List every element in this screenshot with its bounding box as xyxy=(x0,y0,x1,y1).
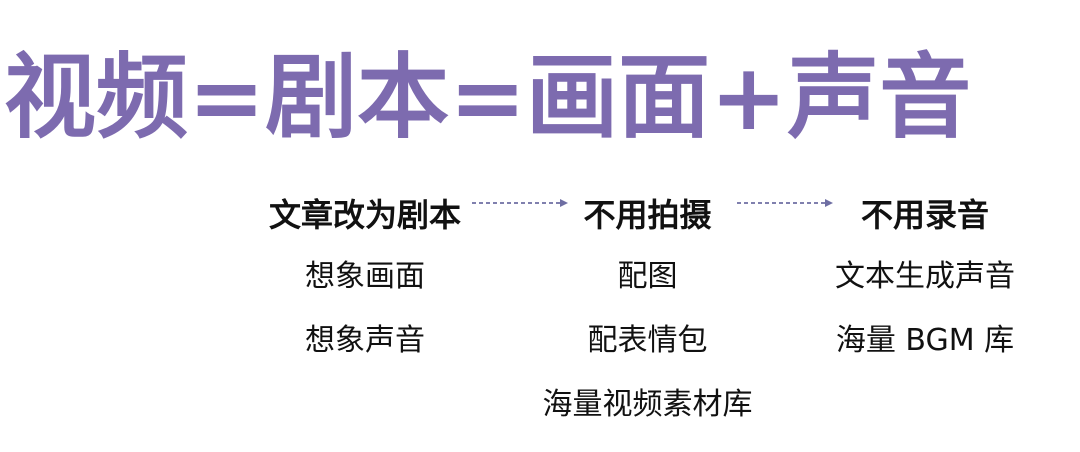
column-heading: 不用录音 xyxy=(860,196,989,234)
list-item: 配表情包 xyxy=(587,323,708,358)
list-item: 配图 xyxy=(617,259,678,294)
list-item: 文本生成声音 xyxy=(835,259,1015,294)
list-item: 海量视频素材库 xyxy=(542,387,753,422)
column-script: 文章改为剧本 想象画面 想象声音 xyxy=(250,185,480,373)
column-visual: 不用拍摄 配图 配表情包 海量视频素材库 xyxy=(520,185,775,437)
column-heading: 文章改为剧本 xyxy=(268,196,461,234)
page-title: 视频=剧本=画面+声音 xyxy=(4,44,972,151)
arrow-right-icon xyxy=(737,199,833,207)
column-heading: 不用拍摄 xyxy=(583,196,712,234)
list-item: 海量 BGM 库 xyxy=(835,323,1015,358)
column-audio: 不用录音 文本生成声音 海量 BGM 库 xyxy=(810,185,1040,373)
list-item: 想象声音 xyxy=(305,323,425,358)
arrow-right-icon xyxy=(472,199,568,207)
list-item: 想象画面 xyxy=(305,259,425,294)
